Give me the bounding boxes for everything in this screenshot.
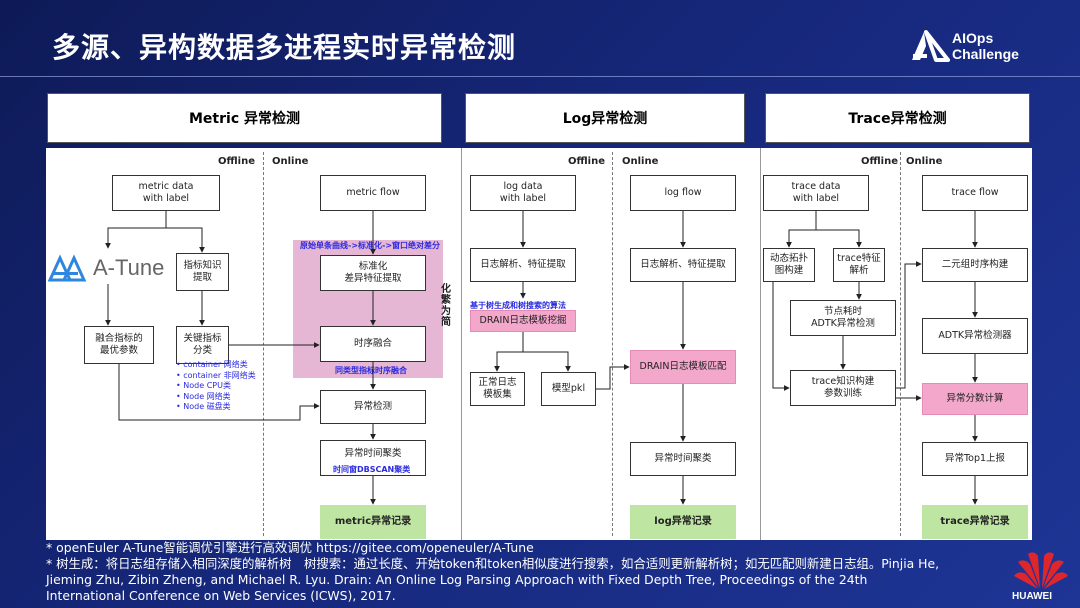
trace-record-box: trace异常记录 (922, 505, 1028, 539)
indicator-category-list: container 网络类 container 非网络类 Node CPU类 N… (176, 360, 256, 413)
a-tune-logo-icon (48, 254, 87, 282)
normalize-box: 标准化 差异特征提取 (320, 255, 426, 291)
cluster-note: 时间窗DBSCAN聚类 (333, 465, 411, 474)
offline-online-divider (900, 152, 901, 536)
log-parse-online-box: 日志解析、特征提取 (630, 248, 736, 282)
huawei-logo-icon (1014, 552, 1068, 589)
offline-label: Offline (568, 156, 605, 167)
online-label: Online (622, 156, 659, 167)
aiops-logo-icon (912, 30, 950, 62)
footnotes: * openEuler A-Tune智能调优引擎进行高效调优 https://g… (46, 540, 946, 604)
top1-report-box: 异常Top1上报 (922, 442, 1028, 476)
offline-label: Offline (218, 156, 255, 167)
a-tune-logo-text: A-Tune (93, 255, 165, 280)
trace-section-header: Trace异常检测 (765, 93, 1030, 143)
logo-line-2: Challenge (952, 46, 1019, 62)
anomaly-score-box: 异常分数计算 (922, 383, 1028, 415)
topology-box: 动态拓扑 图构建 (763, 248, 815, 282)
log-data-box: log data with label (470, 175, 576, 211)
offline-label: Offline (861, 156, 898, 167)
metric-flow-box: metric flow (320, 175, 426, 211)
anomaly-detect-box: 异常检测 (320, 390, 426, 424)
metric-data-box: metric data with label (112, 175, 220, 211)
aiops-logo-text: AIOps Challenge (952, 30, 1019, 62)
trace-knowledge-box: trace知识构建 参数训练 (790, 370, 896, 406)
drain-mining-box: DRAIN日志模板挖掘 (470, 310, 576, 332)
log-flow-box: log flow (630, 175, 736, 211)
category-item: container 非网络类 (176, 371, 255, 382)
huawei-brand-text: HUAWEI (1012, 591, 1052, 602)
offline-online-divider (263, 152, 264, 536)
temporal-fusion-box: 时序融合 (320, 326, 426, 362)
online-label: Online (272, 156, 309, 167)
metric-record-box: metric异常记录 (320, 505, 426, 539)
category-item: container 网络类 (176, 360, 256, 371)
adtk-detector-box: ADTK异常检测器 (922, 318, 1028, 354)
drain-algorithm-note: 基于树生成和树搜索的算法 (470, 301, 566, 310)
indicator-knowledge-box: 指标知识 提取 (176, 253, 229, 291)
log-parse-offline-box: 日志解析、特征提取 (470, 248, 576, 282)
footnote-atune: * openEuler A-Tune智能调优引擎进行高效调优 https://g… (46, 540, 534, 555)
category-item: Node 网络类 (176, 392, 256, 403)
online-label: Online (906, 156, 943, 167)
log-cluster-box: 异常时间聚类 (630, 442, 736, 476)
template-set-box: 正常日志 模板集 (470, 372, 525, 406)
trace-data-box: trace data with label (763, 175, 869, 211)
log-record-box: log异常记录 (630, 505, 736, 539)
key-indicator-box: 关键指标 分类 (176, 326, 229, 364)
logo-line-1: AIOps (952, 30, 994, 46)
category-item: Node 磁盘类 (176, 402, 256, 413)
fusion-params-box: 融合指标的 最优参数 (84, 326, 154, 364)
fusion-note: 同类型指标时序融合 (335, 366, 407, 375)
binary-sequence-box: 二元组时序构建 (922, 248, 1028, 282)
metric-preprocess-note: 原始单条曲线->标准化->窗口绝对差分 (300, 241, 441, 250)
panel-divider (461, 148, 462, 540)
node-time-box: 节点耗时 ADTK异常检测 (790, 300, 896, 336)
model-pkl-box: 模型pkl (541, 372, 596, 406)
trace-flow-box: trace flow (922, 175, 1028, 211)
panel-divider (760, 148, 761, 540)
simplify-note: 化 繁 为 简 (441, 284, 451, 328)
log-section-header: Log异常检测 (465, 93, 745, 143)
trace-feature-box: trace特征 解析 (833, 248, 885, 282)
title-divider (0, 76, 1080, 77)
drain-match-box: DRAIN日志模板匹配 (630, 350, 736, 384)
footnote-drain: * 树生成：将日志组存储入相同深度的解析树 树搜索：通过长度、开始token和t… (46, 556, 940, 603)
anomaly-cluster-box: 异常时间聚类 (320, 440, 426, 476)
page-title: 多源、异构数据多进程实时异常检测 (52, 31, 517, 64)
offline-online-divider (612, 152, 613, 536)
metric-section-header: Metric 异常检测 (47, 93, 442, 143)
category-item: Node CPU类 (176, 381, 256, 392)
